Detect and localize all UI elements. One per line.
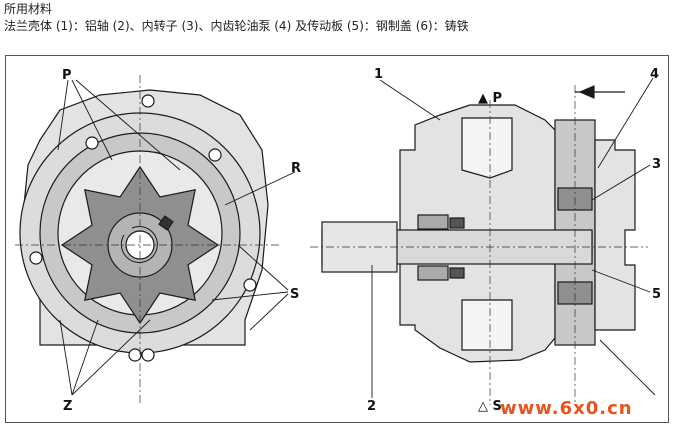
label-P-port: ▲ P bbox=[478, 91, 502, 106]
centre-lines-right bbox=[310, 85, 648, 405]
label-2: 2 bbox=[367, 399, 376, 414]
label-Z: Z bbox=[63, 399, 72, 414]
bolt-holes bbox=[29, 94, 257, 362]
leaders-right bbox=[371, 77, 656, 398]
key bbox=[158, 215, 174, 231]
label-R: R bbox=[291, 161, 301, 176]
end-cover bbox=[594, 139, 636, 331]
pressure-port bbox=[461, 117, 513, 179]
label-P: P bbox=[62, 68, 72, 83]
section-view bbox=[321, 104, 636, 363]
front-view bbox=[19, 89, 269, 362]
suction-port bbox=[461, 299, 513, 351]
label-S-port: △ S bbox=[478, 399, 502, 414]
label-3: 3 bbox=[652, 157, 661, 172]
label-5: 5 bbox=[652, 287, 661, 302]
seal-1 bbox=[449, 217, 465, 229]
seal-2 bbox=[449, 267, 465, 279]
section-arrow bbox=[575, 85, 625, 99]
caption-line-2: 法兰壳体 (1)：铝轴 (2)、内转子 (3)、内齿轮油泵 (4) 及传动板 (… bbox=[4, 19, 469, 33]
label-S: S bbox=[290, 287, 299, 302]
watermark: www.6x0.cn bbox=[500, 398, 633, 419]
rotation-arrow bbox=[120, 225, 158, 263]
bearing-2 bbox=[417, 265, 449, 281]
leaders-left bbox=[57, 79, 296, 396]
caption-line-1: 所用材料 bbox=[4, 2, 53, 16]
centre-lines-left bbox=[15, 75, 280, 405]
diagram-frame bbox=[5, 55, 669, 423]
label-4: 4 bbox=[650, 67, 659, 82]
bearing-1 bbox=[417, 214, 449, 230]
label-1: 1 bbox=[374, 67, 383, 82]
